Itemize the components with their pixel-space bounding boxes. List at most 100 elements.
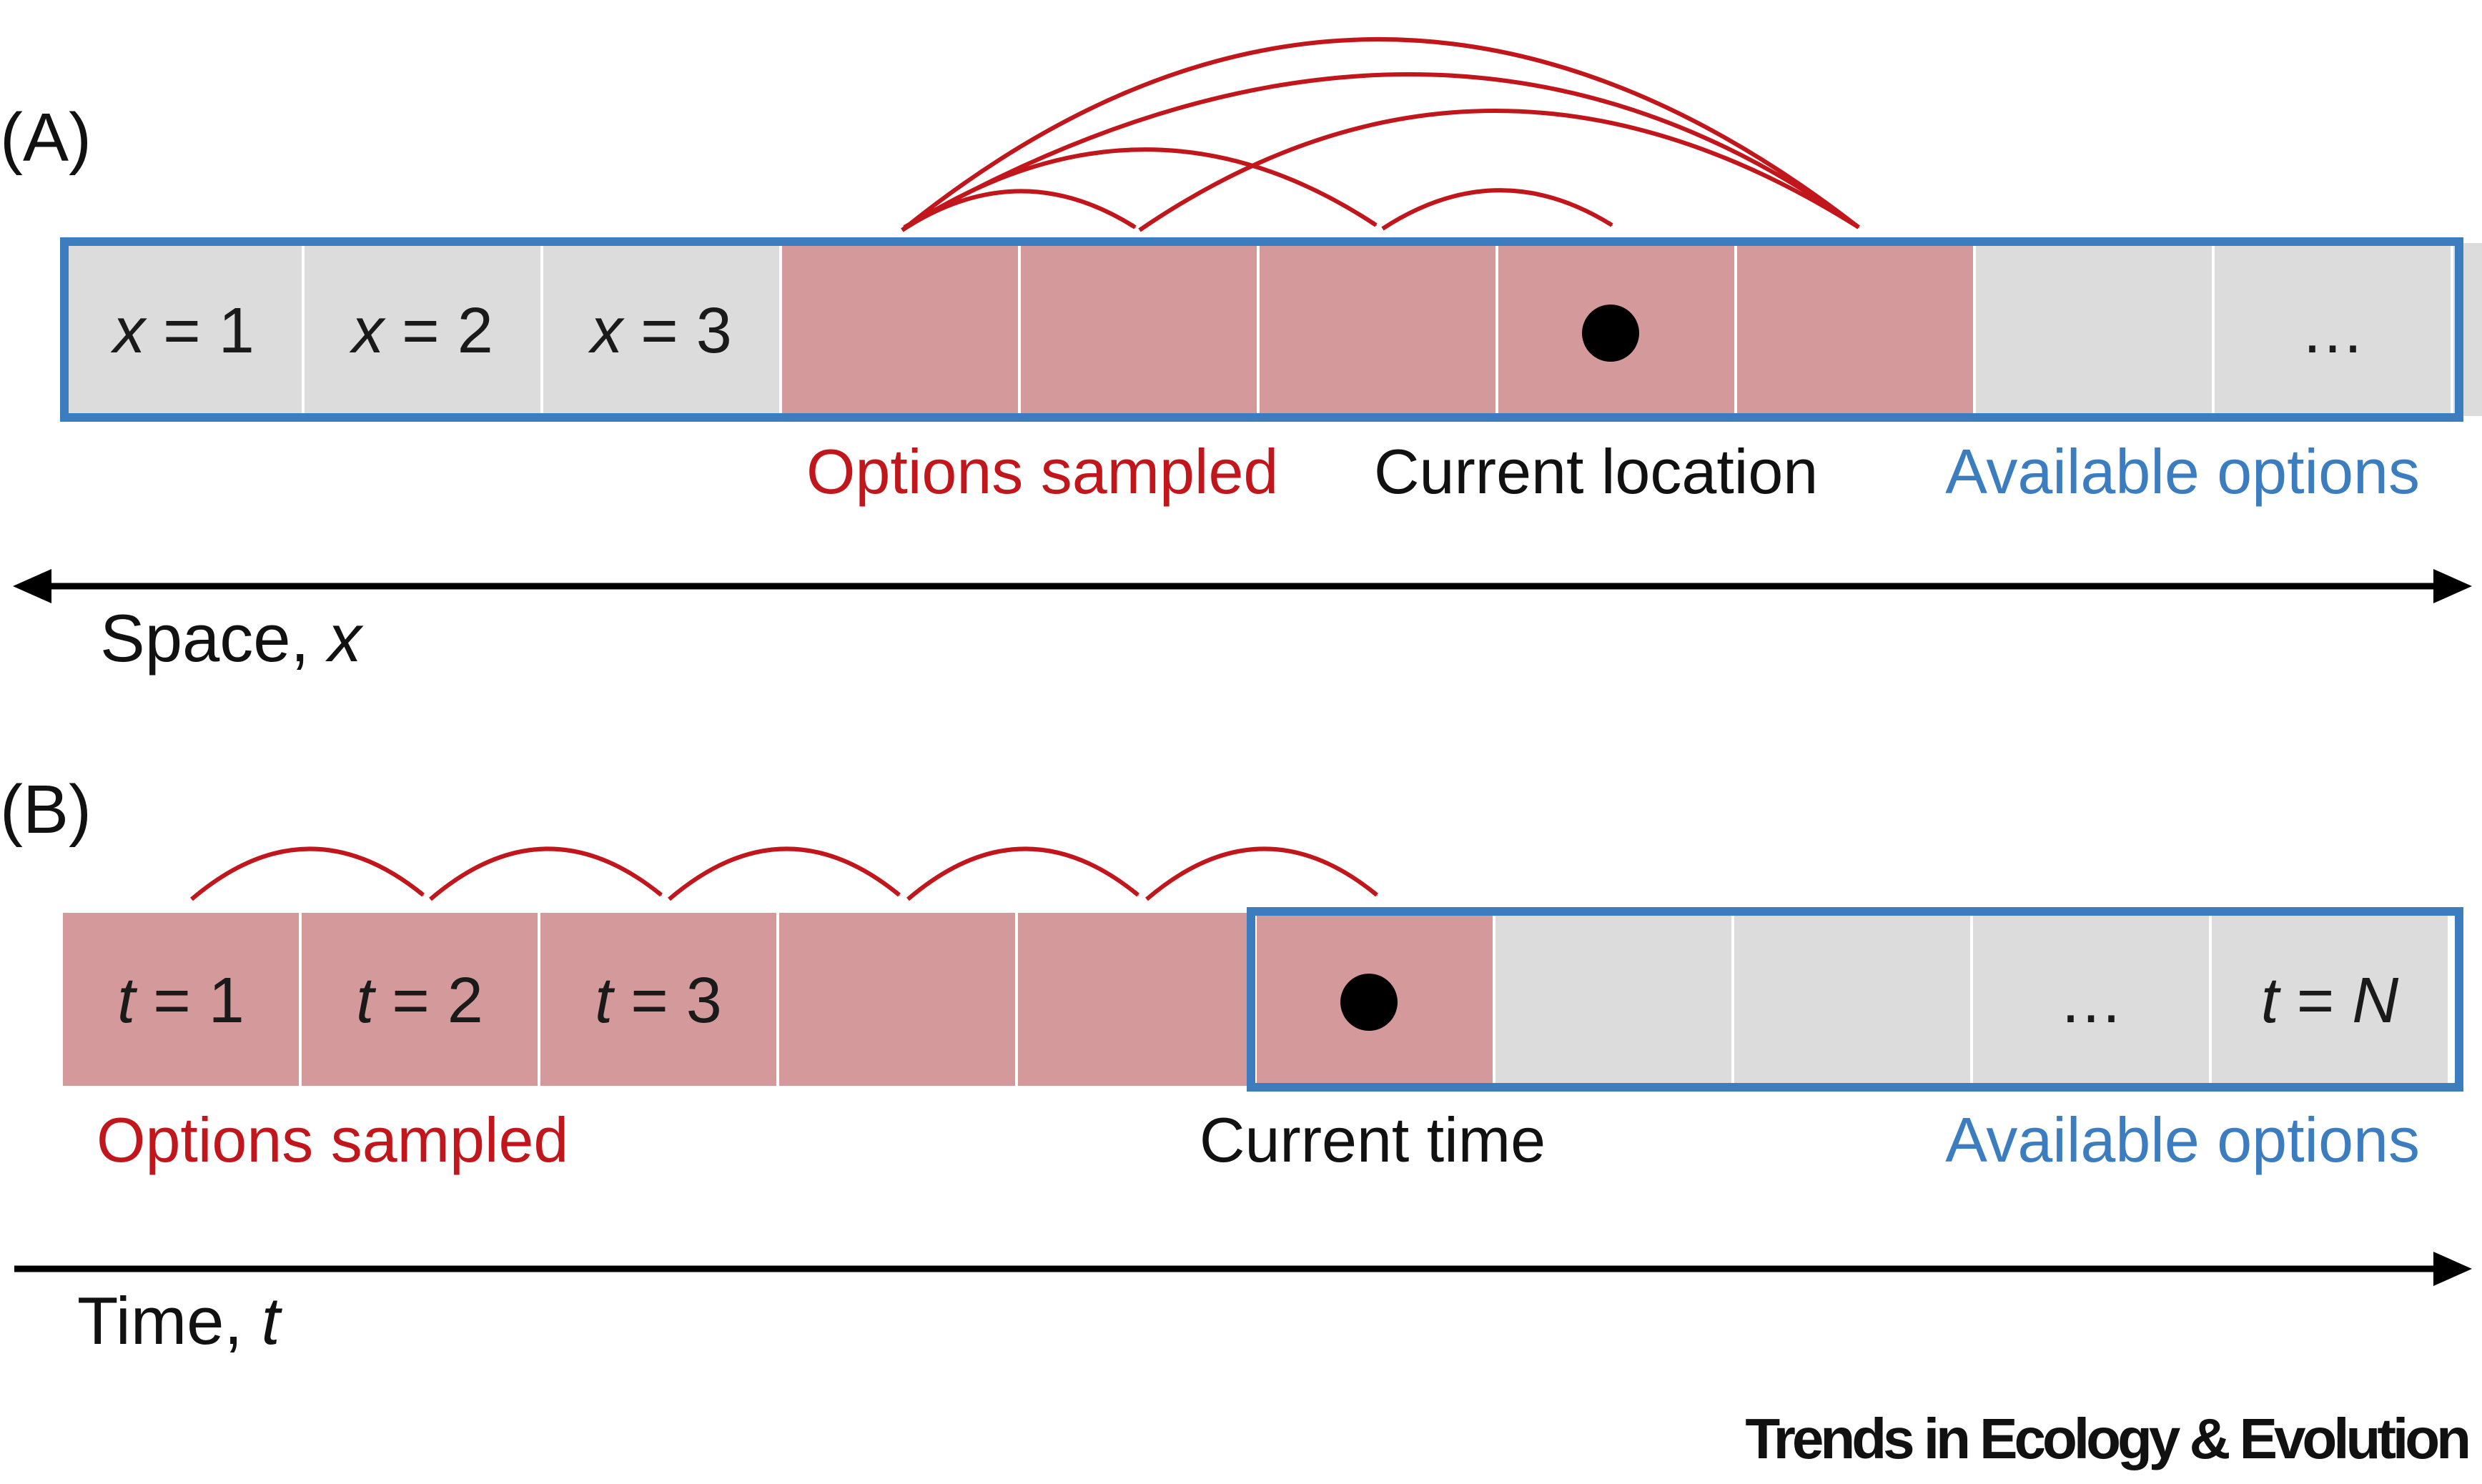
current-position-dot: [1340, 974, 1398, 1031]
journal-credit: Trends in Ecology & Evolution: [1745, 1407, 2468, 1470]
panel-b-axis-label: Time, t: [77, 1283, 283, 1358]
panel-b-arrow-1: [190, 846, 425, 901]
cell-value: …: [2300, 295, 2365, 367]
cell-equals: =: [384, 295, 458, 367]
cell-background: [776, 910, 1018, 1089]
cell-background: [1734, 240, 1976, 419]
panel-b-legend-available: Available options: [1945, 1104, 2420, 1175]
panel-a-available-options-border: [60, 237, 2463, 422]
panel-a-axis-label: Space, x: [100, 600, 364, 676]
cell-background: [299, 910, 540, 1089]
current-position-dot: [1582, 305, 1639, 362]
panel-a-legend-available: Available options: [1945, 436, 2420, 507]
cell-value: 3: [686, 965, 722, 1037]
panel-b-cell: …: [1970, 910, 2212, 1089]
cell-background: [63, 240, 305, 419]
cell-label: t = 2: [356, 965, 483, 1037]
cell-value: 3: [696, 295, 732, 367]
cell-value: N: [2352, 965, 2399, 1037]
cell-label: …: [2300, 295, 2365, 367]
cell-label: x = 3: [588, 295, 732, 367]
cell-label: x = 2: [349, 295, 493, 367]
panel-b-cell: [1015, 910, 1257, 1089]
panel-b-arrow-2: [429, 846, 663, 901]
cell-label: x = 1: [110, 295, 254, 367]
panel-a-cell: [779, 240, 1021, 419]
panel-b-arrow-4: [906, 846, 1139, 901]
cell-equals: =: [613, 965, 686, 1037]
panel-a-cell: x = 1: [63, 240, 305, 419]
panel-a-cell: x = 3: [540, 240, 782, 419]
panel-a-cell: …: [2212, 240, 2453, 419]
cell-variable: x: [110, 295, 147, 367]
panel-b-label: (B): [0, 771, 92, 848]
cell-background: [1257, 240, 1498, 419]
panel-b-cell: t = N: [2209, 910, 2451, 1089]
panel-b-arrow-5: [1145, 846, 1378, 901]
cell-variable: x: [588, 295, 625, 367]
cell-equals: =: [2279, 965, 2353, 1037]
panel-a-cells: x = 1x = 2x = 3…x = N: [63, 240, 2482, 419]
cell-background: [60, 910, 302, 1089]
cell-value: 2: [458, 295, 493, 367]
cell-equals: =: [135, 965, 209, 1037]
panel-a-arrow-3: [1381, 188, 1613, 231]
cell-label: t = 3: [595, 965, 722, 1037]
panel-a-arrow-5: [1138, 109, 1860, 232]
panel-b-legend-current: Current time: [1200, 1104, 1546, 1175]
cell-variable: x: [349, 295, 386, 367]
cell-label: …: [2059, 965, 2123, 1037]
panel-a-cell: [1973, 240, 2215, 419]
panel-b-cell: [1254, 910, 1495, 1089]
cell-equals: =: [374, 965, 448, 1037]
panel-a-legend-sampled: Options sampled: [806, 436, 1278, 507]
panel-a-cell: [1734, 240, 1976, 419]
cell-equals: =: [145, 295, 219, 367]
panel-a-space-axis: [13, 569, 2472, 603]
panel-b-legend-sampled: Options sampled: [97, 1104, 568, 1175]
cell-background: [538, 910, 779, 1089]
panel-b-cell: [1731, 910, 1973, 1089]
cell-label: t = N: [2261, 965, 2400, 1037]
panel-b-axis-label-text: Time,: [77, 1283, 262, 1358]
panel-a-arrow-6: [903, 72, 1860, 229]
cell-value: 1: [209, 965, 244, 1037]
cell-variable: t: [117, 965, 138, 1037]
cell-background: [1493, 910, 1734, 1089]
cell-background: [302, 240, 543, 419]
panel-a-sampling-arrows: [901, 37, 1860, 232]
cell-background: [1973, 240, 2215, 419]
cell-variable: t: [356, 965, 377, 1037]
panel-a: (A) x = 1x = 2x = 3…x = N Options sample…: [0, 37, 2482, 676]
panel-b-axis-label-var: t: [262, 1283, 283, 1358]
panel-a-axis-left-arrowhead: [13, 569, 51, 603]
panel-a-cell: [1257, 240, 1498, 419]
panel-a-axis-right-arrowhead: [2433, 569, 2472, 603]
panel-b-arrow-3: [668, 846, 901, 901]
cell-background: [1731, 910, 1973, 1089]
panel-b-axis-right-arrowhead: [2433, 1252, 2472, 1286]
panel-a-cell: [1495, 240, 1737, 419]
panel-a-arrow-4: [901, 37, 1860, 232]
panel-b-cell: t = 1: [60, 910, 302, 1089]
cell-label: t = 1: [117, 965, 244, 1037]
panel-b-cell: [776, 910, 1018, 1089]
cell-variable: t: [2261, 965, 2282, 1037]
cell-background: [1015, 910, 1257, 1089]
cell-background: [1970, 910, 2212, 1089]
panel-b-cell: [1493, 910, 1734, 1089]
panel-b-available-options-border: [1247, 907, 2463, 1092]
cell-variable: t: [595, 965, 615, 1037]
panel-a-cell: [1018, 240, 1260, 419]
panel-b-time-axis: [14, 1252, 2472, 1286]
cell-value: 1: [219, 295, 254, 367]
cell-value: …: [2059, 965, 2123, 1037]
panel-b-sampling-arrows: [190, 846, 1378, 901]
panel-a-legend-current: Current location: [1374, 436, 1818, 507]
panel-a-axis-label-text: Space,: [100, 600, 328, 676]
panel-a-cell: x = 2: [302, 240, 543, 419]
cell-background: [1018, 240, 1260, 419]
